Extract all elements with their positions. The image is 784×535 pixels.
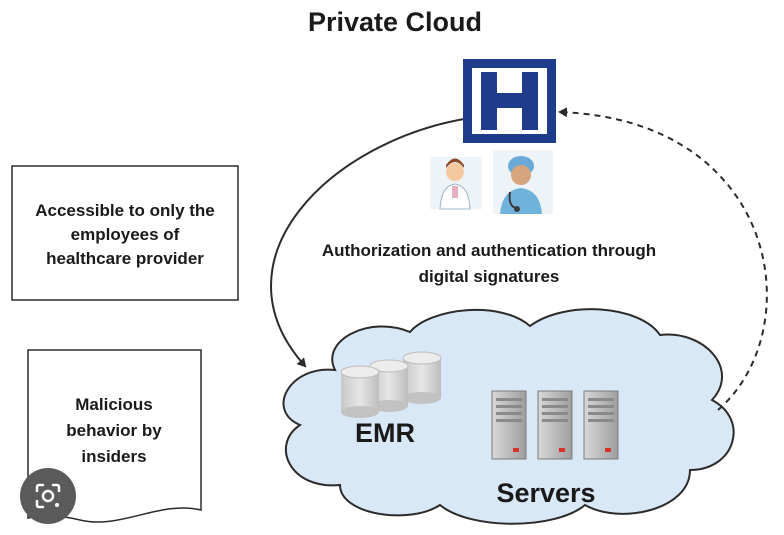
threat-note-line-1: Malicious bbox=[75, 395, 152, 414]
threat-note-line-3: insiders bbox=[81, 447, 146, 466]
access-note-box bbox=[11, 165, 239, 301]
diagram-title: Private Cloud bbox=[308, 7, 482, 37]
doctor-icon bbox=[493, 150, 553, 214]
database-icon bbox=[340, 351, 442, 418]
auth-label-line-1: Authorization and authentication through bbox=[322, 241, 656, 260]
nurse-icon bbox=[430, 157, 482, 210]
threat-note-line-2: behavior by bbox=[66, 421, 162, 440]
hospital-h-icon bbox=[463, 59, 556, 143]
server-icon bbox=[491, 390, 619, 460]
lens-icon bbox=[35, 483, 61, 509]
access-arrow bbox=[270, 117, 471, 368]
emr-label: EMR bbox=[355, 418, 415, 448]
lens-button[interactable] bbox=[20, 468, 76, 524]
access-note-line-1: Accessible to only the bbox=[35, 201, 215, 220]
servers-label: Servers bbox=[496, 478, 595, 508]
auth-label-line-2: digital signatures bbox=[419, 267, 560, 286]
auth-return-arrow bbox=[558, 107, 768, 411]
access-note-line-2: employees of bbox=[71, 225, 180, 244]
access-note-line-3: healthcare provider bbox=[46, 249, 204, 268]
